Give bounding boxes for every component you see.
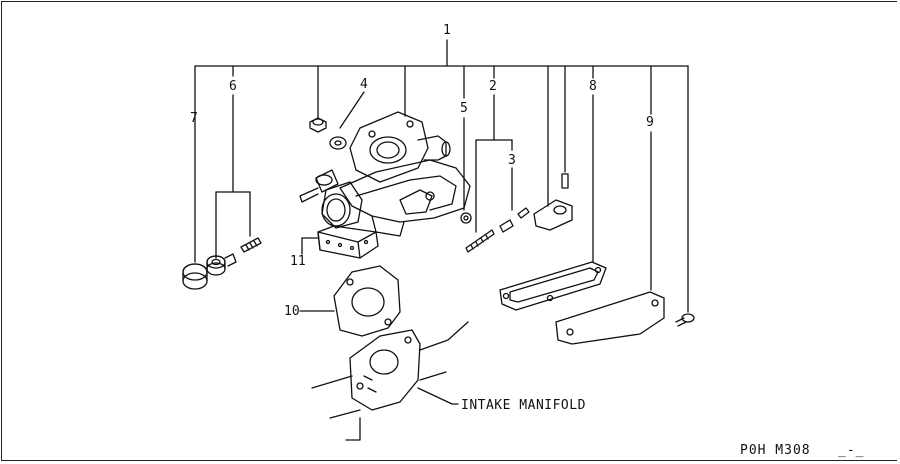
intake-manifold-label: INTAKE MANIFOLD: [461, 398, 586, 413]
grommet: [309, 117, 327, 133]
throttle-body: [299, 111, 472, 237]
callout-4: 4: [360, 77, 368, 92]
gasket-part-8: [499, 261, 607, 311]
gasket-part-10: [333, 265, 401, 337]
cover-plate-part-9: [555, 291, 665, 345]
bracket: [533, 173, 573, 231]
figure-code: P0H M308: [740, 443, 811, 458]
callout-6: 6: [229, 79, 237, 94]
callout-10: 10: [284, 304, 300, 319]
callout-1: 1: [443, 23, 451, 38]
callout-5: 5: [460, 101, 468, 116]
callout-9: 9: [646, 115, 654, 130]
screw: [675, 313, 695, 327]
intake-manifold: [311, 321, 469, 441]
callout-3: 3: [508, 153, 516, 168]
washer-part-4: [329, 136, 347, 150]
callout-8: 8: [589, 79, 597, 94]
figure-suffix: _-_: [838, 443, 865, 458]
callout-leader-lines: [194, 39, 689, 313]
sensor-part-11: [317, 225, 379, 259]
callout-11: 11: [290, 254, 306, 269]
cap-part-7: [182, 263, 208, 290]
nut-and-bolt-part-6: [206, 237, 262, 276]
callout-7: 7: [190, 111, 198, 126]
callout-2: 2: [489, 79, 497, 94]
spring-part-3: [465, 207, 530, 253]
